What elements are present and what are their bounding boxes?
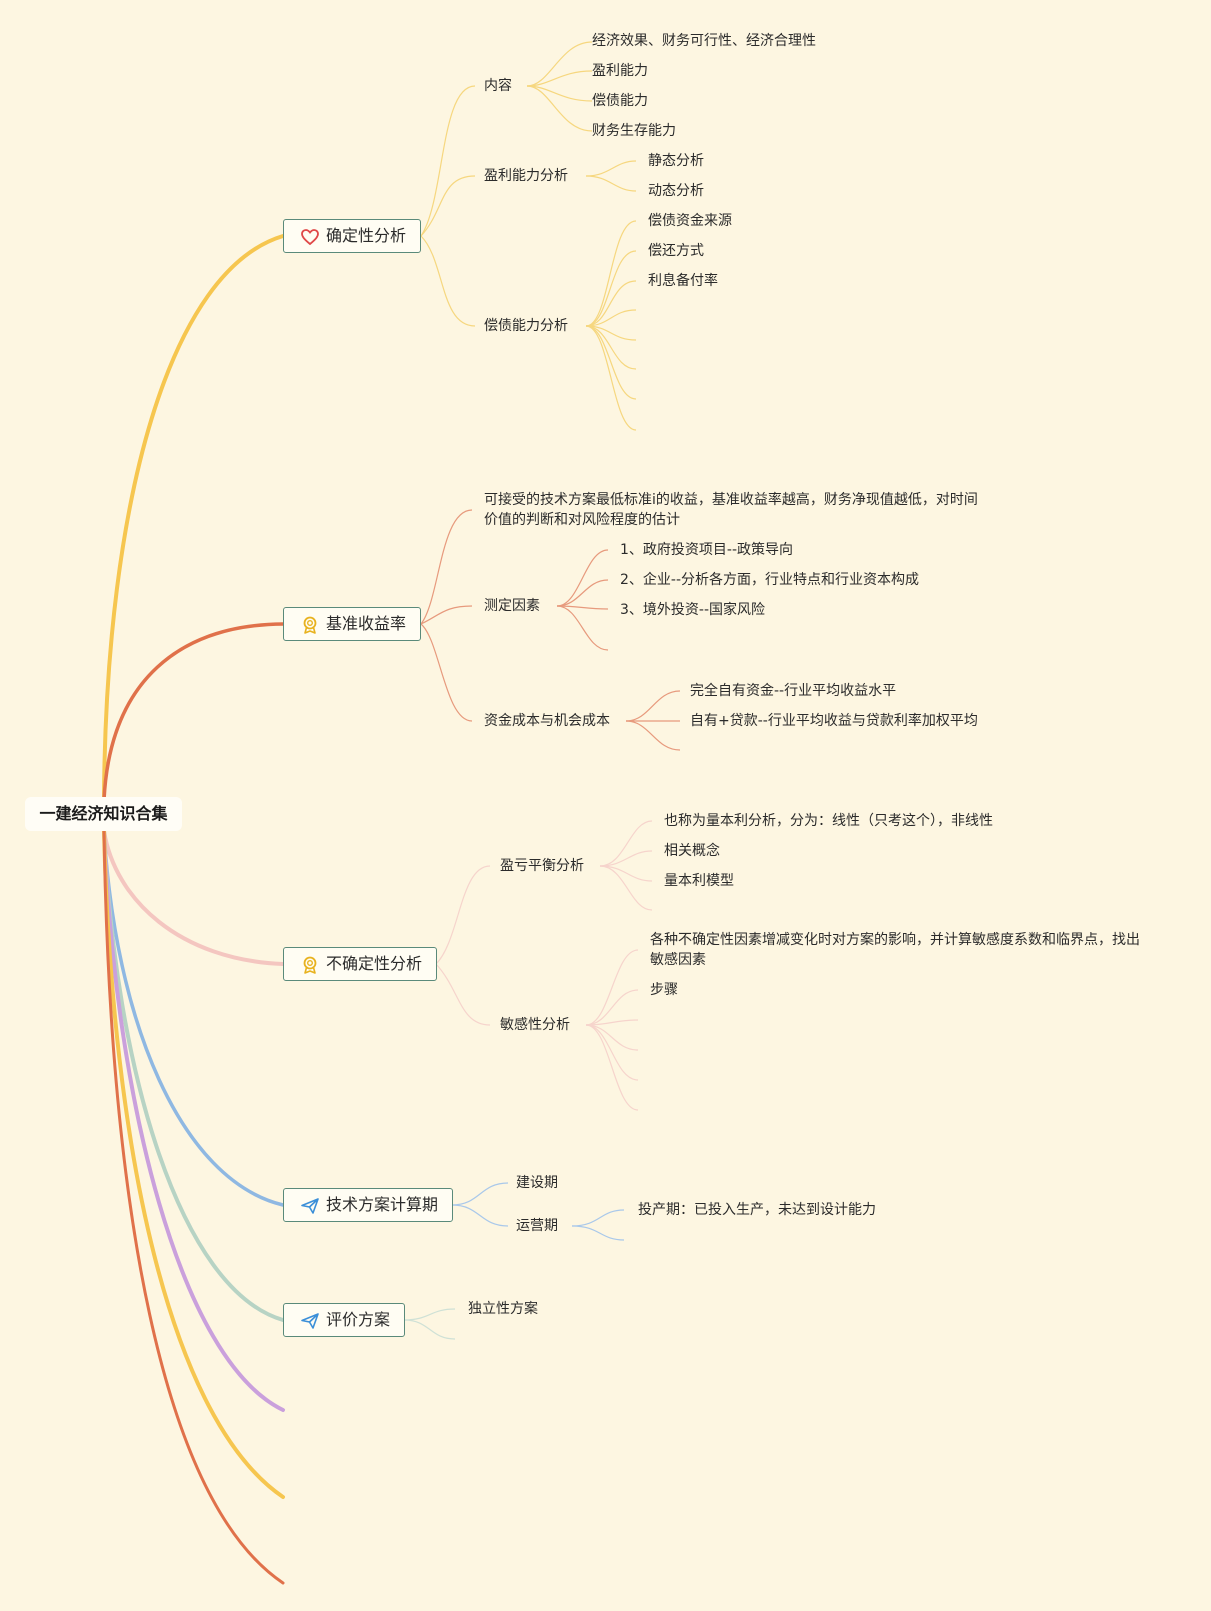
node-sensitivity-item[interactable]: 各种不确定性因素增减变化时对方案的影响，并计算敏感度系数和临界点，找出敏感因素	[650, 932, 1140, 968]
award-icon	[300, 614, 320, 634]
node-breakeven-item[interactable]: 也称为量本利分析，分为：线性（只考这个），非线性	[664, 813, 993, 829]
heart-icon	[300, 226, 320, 246]
node-capital-cost[interactable]: 资金成本与机会成本	[484, 713, 610, 729]
node-factor-item[interactable]: 2、企业--分析各方面，行业特点和行业资本构成	[620, 572, 920, 588]
topic-evaluation-scheme[interactable]: 评价方案	[283, 1303, 406, 1337]
node-sensitivity-item[interactable]: 步骤	[650, 982, 678, 998]
node-content[interactable]: 内容	[484, 78, 512, 94]
topic-certainty-analysis[interactable]: 确定性分析	[283, 219, 422, 253]
topic-label: 基准收益率	[326, 614, 407, 633]
node-factor-item[interactable]: 1、政府投资项目--政策导向	[620, 542, 794, 558]
topic-label: 不确定性分析	[326, 954, 423, 973]
node-breakeven-analysis[interactable]: 盈亏平衡分析	[500, 858, 584, 874]
topic-label: 评价方案	[326, 1310, 391, 1329]
branch-period	[102, 829, 285, 1207]
node-operation-item[interactable]: 投产期：已投入生产，未达到设计能力	[638, 1202, 876, 1218]
node-content-item[interactable]: 经济效果、财务可行性、经济合理性	[592, 33, 816, 49]
node-factor-item[interactable]: 3、境外投资--国家风险	[620, 602, 766, 618]
root-topic[interactable]: 一建经济知识合集	[25, 797, 182, 831]
node-benchmark-definition[interactable]: 可接受的技术方案最低标准i的收益，基准收益率越高，财务净现值越低，对时间价值的判…	[484, 492, 978, 528]
node-breakeven-item[interactable]: 量本利模型	[664, 873, 734, 889]
branch-uncertainty	[102, 829, 285, 966]
award-icon	[300, 954, 320, 974]
node-capital-item[interactable]: 自有+贷款--行业平均收益与贷款利率加权平均	[690, 713, 978, 729]
node-solvency-item[interactable]: 偿债资金来源	[648, 213, 732, 229]
node-operation-period[interactable]: 运营期	[516, 1218, 558, 1234]
node-content-item[interactable]: 盈利能力	[592, 63, 648, 79]
paper-plane-icon	[300, 1195, 320, 1215]
node-content-item[interactable]: 偿债能力	[592, 93, 648, 109]
node-factors[interactable]: 测定因素	[484, 598, 540, 614]
branch-empty-purple	[102, 829, 285, 1412]
node-solvency-item[interactable]: 利息备付率	[648, 273, 718, 289]
node-profit-analysis[interactable]: 盈利能力分析	[484, 168, 568, 184]
node-profit-item[interactable]: 动态分析	[648, 183, 704, 199]
topic-label: 确定性分析	[326, 226, 407, 245]
node-evaluation-item[interactable]: 独立性方案	[468, 1301, 538, 1317]
branch-empty-orange	[102, 829, 285, 1585]
node-capital-item[interactable]: 完全自有资金--行业平均收益水平	[690, 683, 897, 699]
topic-benchmark-rate[interactable]: 基准收益率	[283, 607, 422, 641]
topic-label: 技术方案计算期	[326, 1195, 439, 1214]
paper-plane-icon	[300, 1310, 320, 1330]
branch-certainty	[102, 234, 285, 799]
node-solvency-analysis[interactable]: 偿债能力分析	[484, 318, 568, 334]
node-sensitivity-analysis[interactable]: 敏感性分析	[500, 1017, 570, 1033]
node-breakeven-item[interactable]: 相关概念	[664, 843, 720, 859]
node-construction-period[interactable]: 建设期	[516, 1175, 558, 1191]
node-profit-item[interactable]: 静态分析	[648, 153, 704, 169]
branch-benchmark	[102, 622, 285, 802]
node-solvency-item[interactable]: 偿还方式	[648, 243, 704, 259]
branch-empty-yellow	[102, 829, 285, 1499]
node-content-item[interactable]: 财务生存能力	[592, 123, 676, 139]
topic-calculation-period[interactable]: 技术方案计算期	[283, 1188, 454, 1222]
topic-uncertainty-analysis[interactable]: 不确定性分析	[283, 947, 438, 981]
